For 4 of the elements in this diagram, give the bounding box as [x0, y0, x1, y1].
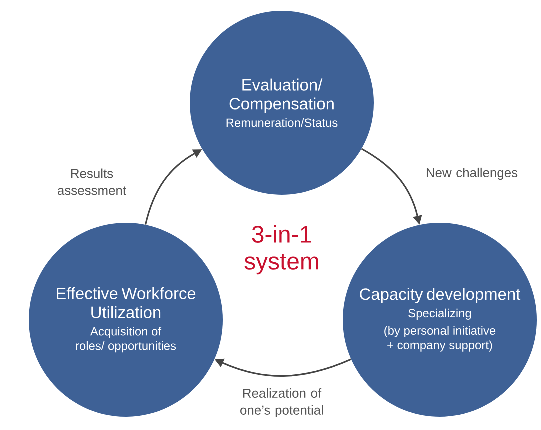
edge-label: Realization of one’s potential	[240, 388, 324, 418]
center-title: 3-in-1 system	[244, 225, 318, 275]
edge-label: New challenges	[427, 168, 518, 180]
edge-label: Results assessment	[58, 168, 126, 196]
